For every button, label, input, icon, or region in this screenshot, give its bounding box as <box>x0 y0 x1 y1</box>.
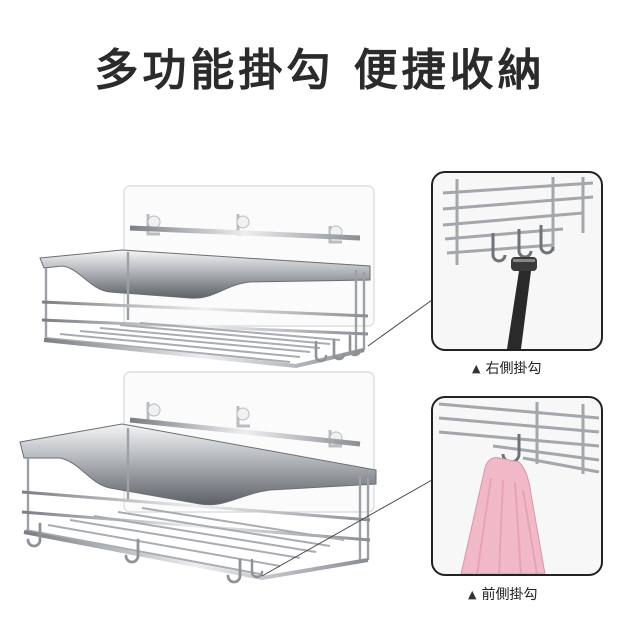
side-hook-detail-illustration <box>442 177 594 349</box>
caption-side-hook-text: 右側掛勾 <box>485 361 542 377</box>
upper-basket <box>39 185 375 369</box>
triangle-marker-icon: ▲ <box>468 587 477 601</box>
caption-front-hook-text: 前側掛勾 <box>481 587 538 603</box>
caption-front-hook: ▲ 前側掛勾 <box>468 584 537 604</box>
triangle-marker-icon: ▲ <box>472 361 481 375</box>
front-hook-detail-illustration <box>438 402 600 574</box>
lower-front-band <box>19 423 377 506</box>
inset-front-hook <box>431 396 603 576</box>
razor-icon <box>507 257 537 349</box>
connector-line-top <box>367 299 433 347</box>
connector-line-bottom <box>261 479 433 577</box>
caption-side-hook: ▲ 右側掛勾 <box>472 358 541 378</box>
towel-icon <box>460 457 546 574</box>
upper-front-band <box>39 249 371 299</box>
lower-basket <box>19 371 377 584</box>
headline: 多功能掛勾 便捷收納 <box>94 45 546 96</box>
inset-side-hook <box>431 171 603 351</box>
